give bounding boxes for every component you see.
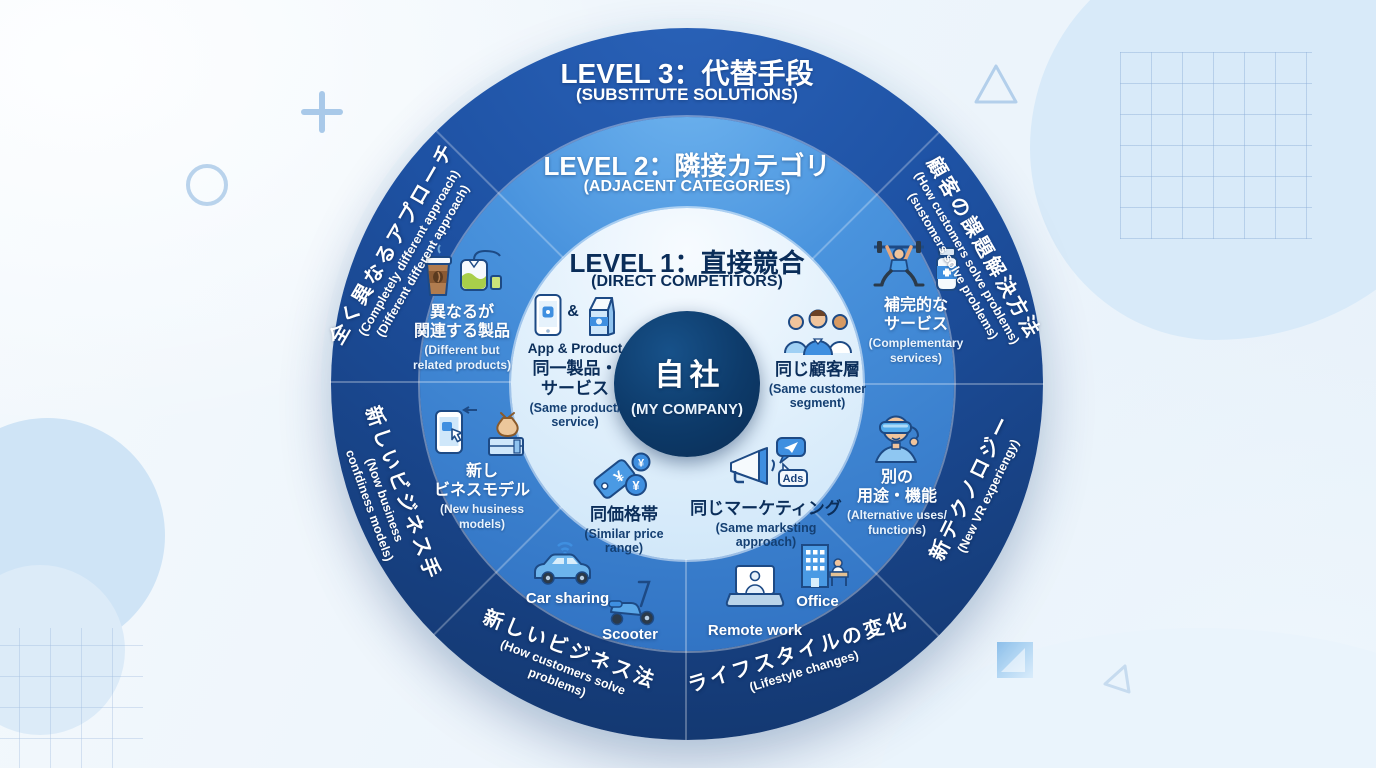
related-products-title: 異なるが 関連する製品: [413, 304, 510, 341]
svg-text:¥: ¥: [638, 458, 645, 470]
phone-click-icon: [435, 406, 477, 454]
grid-pattern-right: [1120, 52, 1312, 239]
item-new-business-models: 新し ビネスモデル (New husiness models): [405, 406, 559, 531]
money-bag-box-icon: [488, 412, 524, 456]
tea-bag-icon: [460, 249, 502, 291]
svg-text:¥: ¥: [632, 478, 640, 493]
same-marketing-title: 同じマーケティング: [690, 499, 842, 518]
item-workstyle: Remote work Office: [700, 540, 890, 650]
small-triangle-outline-icon: [1103, 664, 1131, 694]
square-icon: [997, 642, 1033, 678]
car-sharing-icon: [534, 541, 591, 585]
supplement-jar-icon: [936, 247, 958, 291]
segment-divider: [863, 383, 1044, 385]
complementary-services-subtitle: (Complementary services): [868, 336, 964, 365]
new-business-models-title: 新し ビネスモデル: [433, 463, 530, 500]
item-price-range: ¥ ¥ ¥ 同価格帯 (Similar price range): [548, 448, 700, 556]
background-blob-right: [1030, 0, 1376, 340]
my-company-circle: 自社 (MY COMPANY): [614, 311, 760, 457]
vr-headset-person-icon: [875, 415, 920, 463]
level2-subtitle: (ADJACENT CATEGORIES): [583, 178, 791, 195]
item-related-products: 異なるが 関連する製品 (Different but related produ…: [386, 243, 538, 372]
same-marketing-subtitle: (Same marksting approach): [715, 521, 817, 550]
my-company-title: 自社: [654, 359, 725, 392]
scooter-label: Scooter: [602, 626, 658, 643]
circle-outline-icon: [186, 164, 228, 206]
level2-title: LEVEL 2：隣接カテゴリ: [543, 151, 831, 181]
same-customer-subtitle: (Same customer segment): [768, 382, 867, 411]
triangle-outline-icon: [974, 64, 1018, 104]
app-product-caption: App & Product: [527, 341, 623, 356]
same-customer-title: 同じ顧客層: [775, 360, 860, 379]
level1-subtitle: (DIRECT COMPETITORS): [591, 273, 783, 290]
item-alternative-uses: 別の 用途・機能 (Alternative uses/ functions): [820, 406, 974, 537]
item-same-product: & App & Product 同一製品・ サービス (Same product…: [493, 293, 657, 430]
plus-icon: [301, 91, 343, 133]
weightlifter-icon: [873, 241, 925, 287]
customer-group-icon: [783, 309, 852, 356]
segment-divider: [330, 381, 511, 383]
item-same-marketing: Ads 同じマーケティング (Same marksting approach): [678, 436, 854, 550]
new-business-models-subtitle: (New husiness models): [439, 502, 525, 531]
level3-subtitle: (SUBSTITUTE SOLUTIONS): [576, 85, 798, 104]
remote-work-label: Remote work: [707, 622, 803, 639]
price-range-subtitle: (Similar price range): [584, 527, 664, 556]
same-product-subtitle: (Same product/ service): [529, 401, 621, 430]
segment-divider: [685, 559, 687, 740]
remote-work-laptop-icon: [725, 565, 785, 607]
complementary-services-title: 補完的な サービス: [883, 297, 948, 334]
smartphone-icon: [534, 294, 562, 336]
related-products-subtitle: (Different but related products): [412, 343, 511, 372]
coffee-cup-icon: [424, 244, 452, 296]
car-sharing-label: Car sharing: [525, 590, 610, 607]
level1-title: LEVEL 1：直接競合: [569, 248, 805, 278]
office-label: Office: [796, 593, 839, 610]
megaphone-ads-icon: Ads: [730, 437, 808, 487]
item-mobility: Car sharing Scooter: [505, 540, 680, 650]
my-company-subtitle: (MY COMPANY): [631, 401, 743, 418]
alternative-uses-title: 別の 用途・機能: [856, 469, 937, 506]
price-range-title: 同価格帯: [590, 505, 658, 524]
price-tag-icon: ¥ ¥ ¥: [593, 452, 651, 499]
grid-pattern-bottom-left: [0, 628, 143, 768]
item-same-customer: 同じ顧客層 (Same customer segment): [735, 305, 900, 411]
same-product-title: 同一製品・ サービス: [532, 359, 618, 399]
alternative-uses-subtitle: (Alternative uses/ functions): [846, 508, 948, 537]
item-complementary-services: 補完的な サービス (Complementary services): [840, 238, 992, 365]
scooter-icon: [608, 580, 655, 626]
ads-label: Ads: [783, 473, 804, 485]
ampersand-label: &: [567, 303, 579, 320]
milk-carton-icon: [588, 297, 615, 336]
level3-title: LEVEL 3：代替手段: [560, 58, 814, 89]
office-building-icon: [801, 544, 849, 588]
